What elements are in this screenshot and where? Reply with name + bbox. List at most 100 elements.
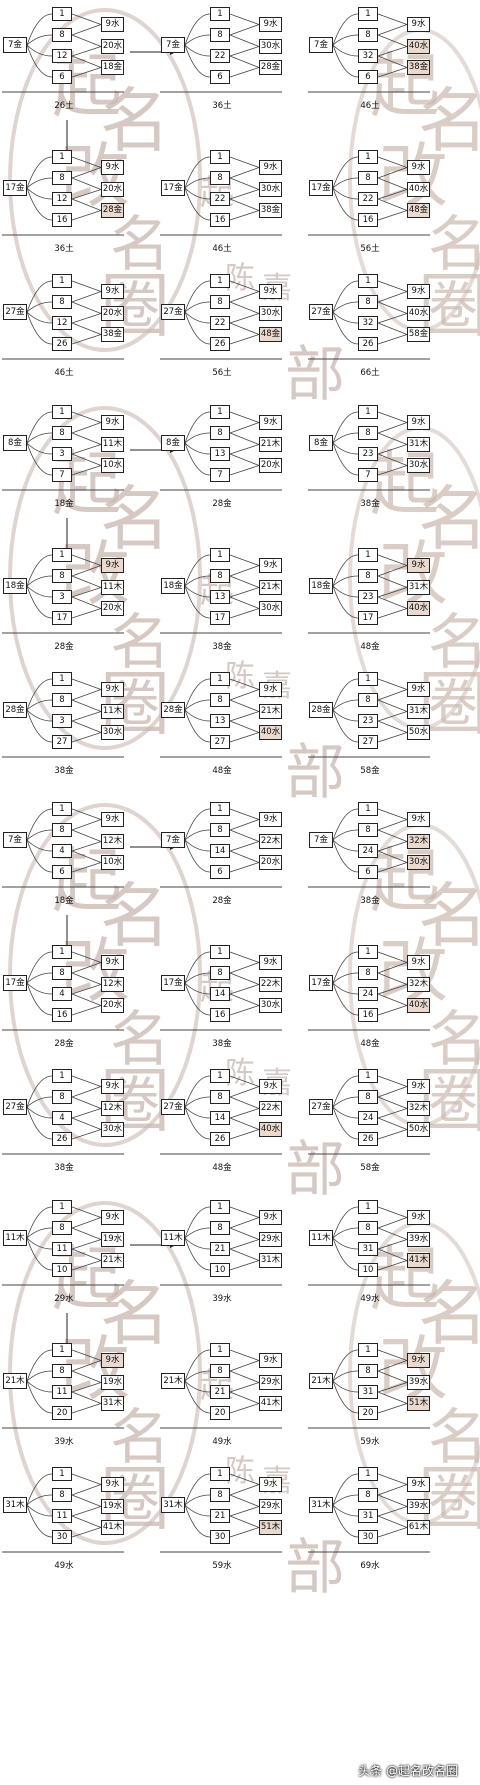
number-node: 27	[52, 735, 72, 749]
branch-line	[184, 1380, 211, 1393]
number-node: 24	[358, 987, 378, 1001]
connector-line	[229, 24, 260, 36]
number-node: 1	[358, 1069, 378, 1083]
connector-line	[71, 156, 102, 168]
root-node: 17金	[161, 975, 185, 991]
result-node: 40水	[407, 998, 430, 1013]
result-node: 19水	[101, 1375, 124, 1390]
number-node: 1	[52, 7, 72, 21]
connector-line	[71, 808, 102, 820]
root-node: 27金	[161, 1099, 185, 1115]
result-node: 30水	[407, 458, 430, 473]
connector-line	[229, 972, 260, 985]
result-node: 9水	[101, 284, 124, 299]
branch-line	[184, 1504, 211, 1538]
connector-line	[71, 1005, 102, 1016]
branch-line	[26, 442, 53, 476]
branch-line	[332, 1370, 359, 1382]
branch-line	[26, 44, 53, 78]
total-label: 48金	[360, 1039, 380, 1049]
connector-line	[377, 1108, 408, 1119]
connector-line	[377, 34, 408, 47]
branch-line	[332, 1106, 359, 1119]
branch-line	[184, 699, 211, 711]
number-node: 6	[358, 865, 378, 879]
connector-line	[229, 1129, 260, 1140]
total-label: 26土	[54, 101, 74, 111]
connector-line	[71, 1248, 102, 1261]
branch-line	[332, 1473, 359, 1506]
connector-line	[229, 711, 260, 722]
total-label: 39水	[54, 1437, 74, 1447]
connector-line	[71, 1391, 102, 1404]
branch-line	[184, 972, 211, 984]
result-node: 9水	[259, 1079, 282, 1094]
connector-line	[71, 1108, 102, 1119]
result-node: 9水	[407, 955, 430, 970]
connector-line	[71, 1349, 102, 1361]
branch-line	[332, 187, 359, 221]
result-node: 9水	[259, 558, 282, 573]
branch-line	[184, 187, 211, 221]
connector-line	[377, 444, 408, 455]
result-node: 50水	[407, 725, 430, 740]
root-node: 18金	[309, 578, 333, 594]
branch-line	[332, 575, 359, 587]
connector-line	[229, 850, 260, 863]
branch-line	[332, 311, 359, 324]
root-node: 27金	[3, 1099, 27, 1115]
connector-line	[377, 156, 408, 168]
branch-line	[184, 951, 211, 984]
branch-line	[184, 1494, 211, 1506]
connector-line	[229, 453, 260, 466]
branch-line	[332, 301, 359, 313]
result-node: 9水	[101, 17, 124, 32]
number-node: 1	[210, 1069, 230, 1083]
result-node: 9水	[259, 160, 282, 175]
root-node: 21木	[3, 1373, 27, 1389]
connector-line	[377, 808, 408, 820]
watermark-glyph: 名	[100, 80, 170, 162]
total-label: 66土	[360, 368, 380, 378]
connector-line	[71, 1129, 102, 1140]
result-node: 30水	[259, 39, 282, 54]
number-node: 31	[358, 1385, 378, 1399]
total-label: 49水	[54, 1561, 74, 1571]
number-node: 6	[52, 865, 72, 879]
root-node: 17金	[309, 975, 333, 991]
number-node: 8	[358, 966, 378, 980]
number-node: 1	[358, 548, 378, 562]
result-node: 9水	[259, 415, 282, 430]
branch-line	[332, 951, 359, 984]
branch-line	[26, 1075, 53, 1108]
result-node: 22木	[259, 1101, 282, 1116]
branch-line	[26, 709, 53, 722]
result-node: 61木	[407, 1520, 430, 1535]
connector-line	[229, 411, 260, 423]
result-node: 9水	[407, 558, 430, 573]
connector-line	[377, 962, 408, 974]
root-node: 18金	[161, 578, 185, 594]
number-node: 20	[210, 1406, 230, 1420]
branch-line	[26, 1237, 53, 1271]
watermark-glyph: 名	[110, 1403, 170, 1473]
branch-line	[184, 432, 211, 444]
connector-line	[229, 334, 260, 345]
connector-line	[377, 596, 408, 609]
result-node: 19水	[101, 1499, 124, 1514]
branch-line	[184, 1106, 211, 1119]
connector-line	[71, 210, 102, 221]
connector-line	[229, 280, 260, 292]
connector-line	[229, 156, 260, 168]
result-node: 30水	[101, 1122, 124, 1137]
number-node: 8	[52, 171, 72, 185]
number-node: 20	[358, 1406, 378, 1420]
result-node: 51木	[259, 1520, 282, 1535]
number-node: 3	[52, 447, 72, 461]
connector-line	[71, 46, 102, 57]
connector-line	[71, 850, 102, 863]
branch-line	[184, 554, 211, 587]
branch-line	[26, 709, 53, 743]
number-node: 8	[358, 823, 378, 837]
result-node: 39水	[407, 1375, 430, 1390]
